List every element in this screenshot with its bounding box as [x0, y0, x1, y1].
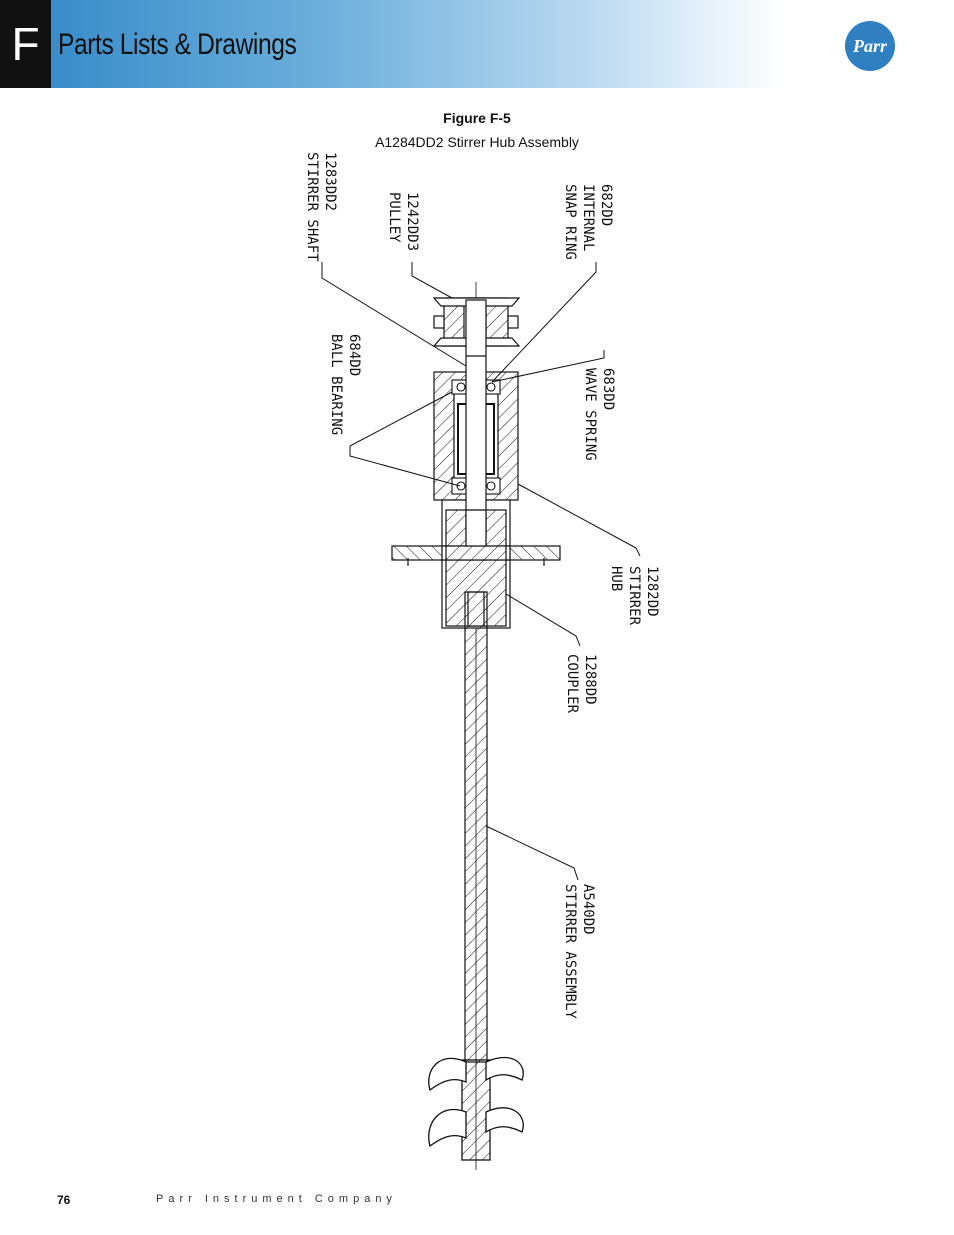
callout-pulley: 1242DD3 PULLEY [386, 192, 420, 251]
callout-shaft-part: 1283DD2 [322, 152, 338, 211]
callout-shaft: 1283DD2 STIRRER SHAFT [304, 152, 338, 262]
stirrer-shaft [465, 299, 487, 541]
callout-bearing-part: 684DD [346, 334, 362, 376]
callout-stirrer-desc: STIRRER ASSEMBLY [562, 884, 578, 1019]
logo-text: Parr [852, 36, 888, 56]
stirrer-rod [464, 591, 488, 1063]
callout-shaft-desc: STIRRER SHAFT [304, 152, 320, 262]
callout-snap-ring-part: 682DD [598, 184, 614, 226]
callout-hub-part: 1282DD [644, 566, 660, 617]
callout-snap-ring: 682DD INTERNAL SNAP RING [562, 184, 614, 260]
header-band: F Parts Lists & Drawings Parr [0, 0, 954, 88]
callout-snap-ring-desc-1: INTERNAL [580, 184, 596, 251]
callout-pulley-desc: PULLEY [386, 192, 402, 243]
callout-hub-desc-2: HUB [608, 566, 624, 591]
callout-wave-spring-desc: WAVE SPRING [582, 368, 598, 461]
callout-wave-spring-part: 683DD [600, 368, 616, 410]
impellers [428, 1056, 524, 1161]
callout-coupler: 1288DD COUPLER [564, 654, 598, 714]
callout-coupler-desc: COUPLER [564, 654, 580, 714]
callout-snap-ring-desc-2: SNAP RING [562, 184, 578, 260]
leader-lines [321, 262, 641, 881]
callout-hub: 1282DD STIRRER HUB [608, 566, 660, 626]
callout-stirrer-part: A540DD [580, 884, 596, 935]
page-title: Parts Lists & Drawings [58, 28, 297, 61]
company-name: Parr Instrument Company [156, 1193, 397, 1205]
callout-pulley-part: 1242DD3 [404, 192, 420, 251]
callout-coupler-part: 1288DD [582, 654, 598, 705]
page-number: 76 [57, 1193, 71, 1207]
callout-hub-desc-1: STIRRER [626, 566, 642, 626]
parr-logo: Parr [845, 21, 895, 71]
callout-bearing-desc: BALL BEARING [328, 334, 344, 435]
callout-wave-spring: 683DD WAVE SPRING [582, 368, 616, 461]
callout-stirrer: A540DD STIRRER ASSEMBLY [562, 884, 596, 1019]
callout-bearing: 684DD BALL BEARING [328, 334, 362, 435]
section-tab: F [0, 0, 51, 88]
figure-caption: A1284DD2 Stirrer Hub Assembly [375, 134, 579, 150]
figure-label: Figure F-5 [443, 110, 511, 126]
